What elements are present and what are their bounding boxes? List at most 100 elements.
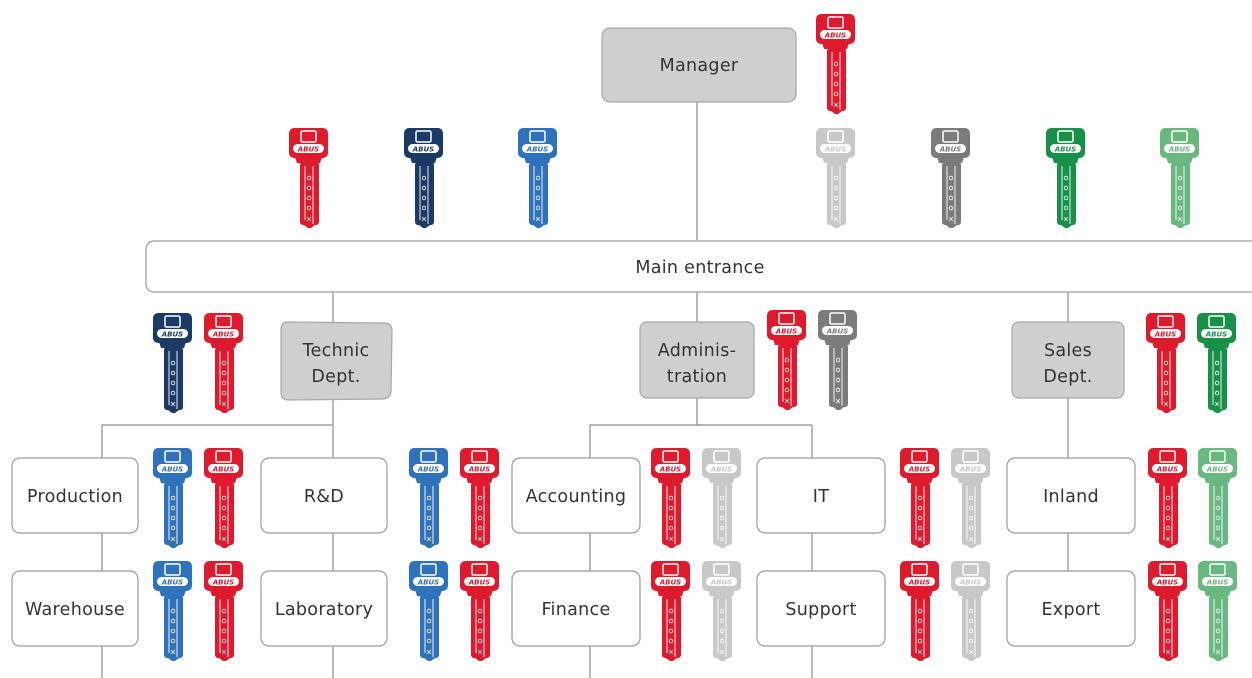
- node-rnd: R&D: [260, 457, 388, 534]
- svg-text:ABUS: ABUS: [710, 465, 732, 473]
- key-icon-red: ABUS: [1148, 561, 1187, 661]
- key-icon-navy: ABUS: [153, 313, 192, 413]
- svg-text:ABUS: ABUS: [1206, 578, 1228, 586]
- key-icon-red: ABUS: [289, 128, 328, 228]
- svg-text:ABUS: ABUS: [161, 465, 183, 473]
- node-administration: Adminis- tration: [639, 321, 755, 399]
- key-icon-red: ABUS: [204, 561, 243, 661]
- node-laboratory-label: Laboratory: [275, 600, 373, 620]
- key-icon-silver: ABUS: [702, 561, 741, 661]
- svg-text:ABUS: ABUS: [1154, 330, 1176, 338]
- svg-text:ABUS: ABUS: [824, 145, 846, 153]
- svg-text:ABUS: ABUS: [826, 327, 848, 335]
- key-icon-lightgreen: ABUS: [1198, 448, 1237, 548]
- key-icon-blue: ABUS: [409, 561, 448, 661]
- key-icon-blue: ABUS: [153, 448, 192, 548]
- svg-text:ABUS: ABUS: [710, 578, 732, 586]
- node-administration-line2: tration: [667, 367, 727, 387]
- node-rnd-label: R&D: [304, 487, 344, 507]
- key-icon-red: ABUS: [1148, 448, 1187, 548]
- key-icon-blue: ABUS: [409, 448, 448, 548]
- node-technic-dept-line1: Technic: [302, 341, 370, 361]
- key-icon-silver: ABUS: [951, 561, 990, 661]
- key-icon-blue: ABUS: [518, 128, 557, 228]
- key-icon-green: ABUS: [1197, 313, 1236, 413]
- node-support-label: Support: [785, 600, 856, 620]
- node-sales-dept-line2: Dept.: [1043, 367, 1092, 387]
- connector-lines: [101, 102, 1069, 678]
- key-icon-silver: ABUS: [951, 448, 990, 548]
- node-warehouse: Warehouse: [11, 570, 139, 647]
- svg-text:ABUS: ABUS: [412, 145, 434, 153]
- svg-text:ABUS: ABUS: [297, 145, 319, 153]
- svg-text:ABUS: ABUS: [1156, 465, 1178, 473]
- node-it: IT: [756, 457, 886, 534]
- node-it-label: IT: [813, 487, 829, 507]
- node-manager-label: Manager: [660, 56, 739, 76]
- svg-text:ABUS: ABUS: [824, 31, 846, 39]
- node-support: Support: [756, 570, 886, 647]
- svg-text:ABUS: ABUS: [161, 330, 183, 338]
- node-accounting: Accounting: [511, 457, 641, 534]
- key-icon-red: ABUS: [651, 448, 690, 548]
- key-icon-lightgreen: ABUS: [1160, 128, 1199, 228]
- key-icon-lightgreen: ABUS: [1198, 561, 1237, 661]
- node-inland: Inland: [1006, 457, 1136, 534]
- key-icon-navy: ABUS: [404, 128, 443, 228]
- node-sales-dept-line1: Sales: [1044, 341, 1092, 361]
- key-icon-red: ABUS: [900, 561, 939, 661]
- key-icon-red: ABUS: [900, 448, 939, 548]
- svg-text:ABUS: ABUS: [1205, 330, 1227, 338]
- node-technic-dept: Technic Dept.: [280, 321, 393, 401]
- svg-text:ABUS: ABUS: [775, 327, 797, 335]
- node-main-entrance: Main entrance: [145, 240, 1252, 293]
- svg-text:ABUS: ABUS: [212, 578, 234, 586]
- svg-text:ABUS: ABUS: [161, 578, 183, 586]
- key-icon-red: ABUS: [1146, 313, 1185, 413]
- key-icon-silver: ABUS: [816, 128, 855, 228]
- key-icon-blue: ABUS: [153, 561, 192, 661]
- key-icon-red: ABUS: [460, 448, 499, 548]
- svg-text:ABUS: ABUS: [659, 578, 681, 586]
- key-icon-grey: ABUS: [931, 128, 970, 228]
- key-icon-red: ABUS: [816, 14, 855, 114]
- svg-text:ABUS: ABUS: [1206, 465, 1228, 473]
- svg-text:ABUS: ABUS: [212, 465, 234, 473]
- svg-text:ABUS: ABUS: [1168, 145, 1190, 153]
- svg-text:ABUS: ABUS: [212, 330, 234, 338]
- node-finance-label: Finance: [541, 600, 610, 620]
- svg-text:ABUS: ABUS: [468, 578, 490, 586]
- key-icon-red: ABUS: [204, 313, 243, 413]
- node-production: Production: [11, 457, 139, 534]
- svg-text:ABUS: ABUS: [1156, 578, 1178, 586]
- svg-text:ABUS: ABUS: [959, 578, 981, 586]
- svg-text:ABUS: ABUS: [939, 145, 961, 153]
- key-icon-red: ABUS: [767, 310, 806, 410]
- svg-text:ABUS: ABUS: [659, 465, 681, 473]
- svg-text:ABUS: ABUS: [908, 578, 930, 586]
- node-manager: Manager: [601, 27, 797, 103]
- svg-text:ABUS: ABUS: [526, 145, 548, 153]
- key-icon-green: ABUS: [1046, 128, 1085, 228]
- node-administration-line1: Adminis-: [658, 341, 736, 361]
- node-finance: Finance: [511, 570, 641, 647]
- svg-text:ABUS: ABUS: [417, 578, 439, 586]
- svg-text:ABUS: ABUS: [908, 465, 930, 473]
- keys-layer: ABUS ABUS ABUS ABUS ABUS ABUS ABUS ABUS ABUS ABUS…: [153, 14, 1237, 661]
- key-icon-red: ABUS: [460, 561, 499, 661]
- svg-text:ABUS: ABUS: [1054, 145, 1076, 153]
- node-warehouse-label: Warehouse: [25, 600, 125, 620]
- svg-text:ABUS: ABUS: [417, 465, 439, 473]
- key-icon-red: ABUS: [651, 561, 690, 661]
- node-inland-label: Inland: [1043, 487, 1099, 507]
- node-sales-dept: Sales Dept.: [1011, 321, 1125, 399]
- node-production-label: Production: [27, 487, 123, 507]
- node-export: Export: [1006, 570, 1136, 647]
- key-icon-red: ABUS: [204, 448, 243, 548]
- node-accounting-label: Accounting: [526, 487, 627, 507]
- key-icon-grey: ABUS: [818, 310, 857, 410]
- svg-text:ABUS: ABUS: [959, 465, 981, 473]
- node-laboratory: Laboratory: [260, 570, 388, 647]
- key-icon-silver: ABUS: [702, 448, 741, 548]
